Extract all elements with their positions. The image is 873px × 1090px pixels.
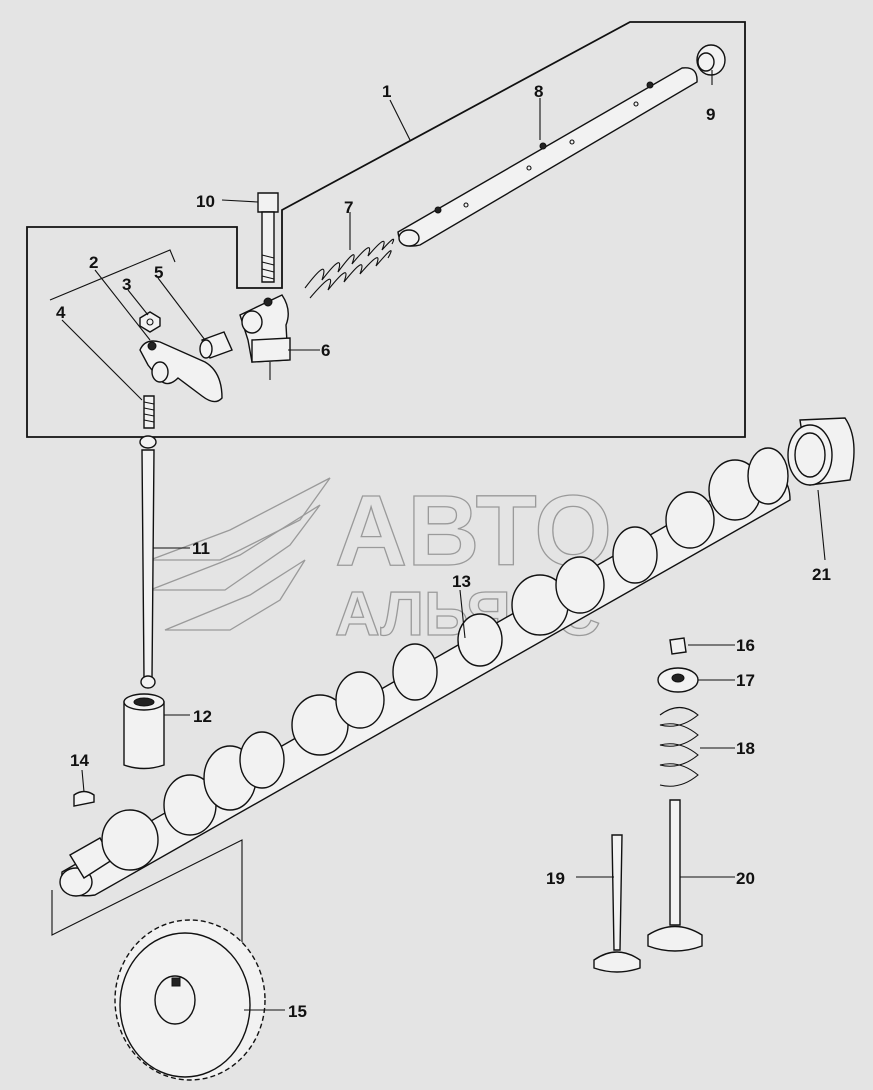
- callout-7: 7: [344, 198, 353, 217]
- tappet: [123, 693, 165, 770]
- callout-5: 5: [154, 263, 163, 282]
- callout-17: 17: [736, 671, 755, 690]
- spring-retainer: [657, 667, 699, 693]
- camshaft-bushing: [787, 417, 855, 486]
- exhaust-valve: [647, 799, 703, 952]
- valve-spring: [659, 706, 699, 787]
- callout-1: 1: [382, 82, 391, 101]
- callout-20: 20: [736, 869, 755, 888]
- bolt: [257, 192, 279, 283]
- leader-lines: [61, 70, 826, 1011]
- lock-nut: [139, 311, 161, 333]
- callout-11: 11: [192, 539, 210, 558]
- callout-18: 18: [736, 739, 755, 758]
- woodruff-key: [73, 790, 95, 807]
- callout-13: 13: [452, 572, 471, 591]
- valve-keeper: [669, 637, 687, 655]
- sub-assembly-bracket: [49, 249, 176, 301]
- rocker-assembly-frame: [26, 21, 746, 438]
- callout-21: 21: [812, 565, 831, 584]
- push-rod: [139, 435, 157, 689]
- rocker-spring: [304, 238, 395, 299]
- camshaft: [59, 447, 791, 897]
- cam-gear: [114, 919, 266, 1081]
- callout-3: 3: [122, 275, 131, 294]
- callout-9: 9: [706, 105, 715, 124]
- callout-10: 10: [196, 192, 215, 211]
- rocker-bushing: [199, 331, 233, 359]
- callout-6: 6: [321, 341, 330, 360]
- intake-valve: [593, 834, 641, 973]
- callout-19: 19: [546, 869, 565, 888]
- callout-labels: 1 2 3 4 5 6 7 8 9 10 11 12 13 14 15 16 1…: [56, 82, 831, 1021]
- callout-16: 16: [736, 636, 755, 655]
- callout-15: 15: [288, 1002, 307, 1021]
- rocker-arm: [139, 340, 223, 403]
- gear-bracket: [51, 839, 243, 990]
- callout-14: 14: [70, 751, 89, 770]
- callout-8: 8: [534, 82, 543, 101]
- callout-12: 12: [193, 707, 212, 726]
- rocker-shaft: [397, 67, 698, 247]
- rocker-bracket: [239, 294, 291, 380]
- adjusting-screw: [143, 395, 155, 429]
- callout-2: 2: [89, 253, 98, 272]
- shaft-plug: [696, 44, 726, 76]
- callout-4: 4: [56, 303, 66, 322]
